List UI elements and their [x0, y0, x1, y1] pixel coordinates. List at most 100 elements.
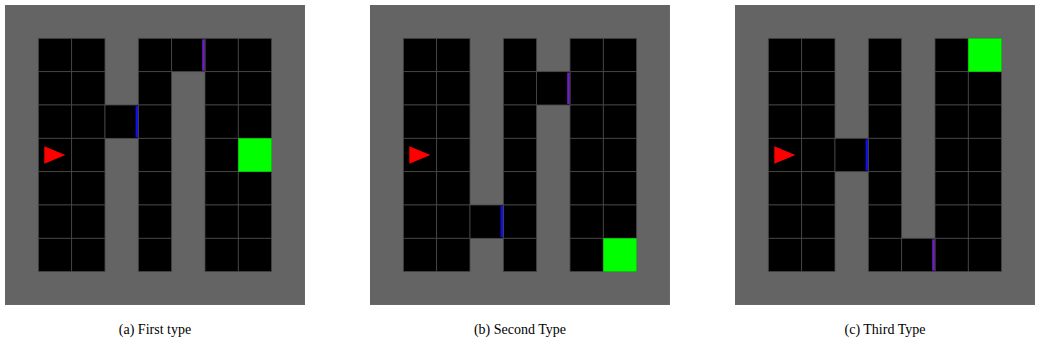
floor-cell — [868, 205, 901, 238]
floor-cell — [205, 72, 238, 105]
floor-cell — [437, 105, 470, 138]
floor-cell — [768, 138, 801, 171]
floor-cell — [570, 105, 603, 138]
floor-cell — [935, 72, 968, 105]
door — [567, 73, 570, 104]
grid-panel — [370, 5, 670, 305]
floor-cell — [868, 172, 901, 205]
panel-caption: (c) Third Type — [845, 322, 926, 338]
agent-triangle — [409, 146, 430, 163]
floor-cell — [138, 138, 171, 171]
floor-cell — [802, 72, 835, 105]
grid-panel — [735, 5, 1035, 305]
floor-cell — [768, 238, 801, 271]
floor-cell — [403, 105, 436, 138]
floor-cell — [570, 138, 603, 171]
floor-cell — [768, 72, 801, 105]
floor-cell — [38, 38, 71, 71]
wall-area — [5, 5, 305, 305]
floor-cell — [72, 138, 105, 171]
floor-cell — [38, 238, 71, 271]
floor-cell — [835, 138, 868, 171]
floor-cell — [868, 105, 901, 138]
goal-square — [603, 238, 636, 271]
goal-square — [968, 38, 1001, 71]
floor-cell — [868, 138, 901, 171]
floor-cell — [205, 38, 238, 71]
floor-cell — [503, 205, 536, 238]
floor-cell — [72, 172, 105, 205]
floor-cell — [802, 172, 835, 205]
floor-cell — [968, 205, 1001, 238]
floor-cell — [38, 72, 71, 105]
door — [932, 239, 935, 270]
floor-cell — [768, 172, 801, 205]
floor-cell — [38, 105, 71, 138]
floor-cell — [38, 138, 71, 171]
floor-cell — [503, 38, 536, 71]
floor-cell — [205, 205, 238, 238]
floor-cell — [968, 38, 1001, 71]
floor-cell — [868, 38, 901, 71]
floor-cell — [802, 205, 835, 238]
door — [501, 206, 504, 237]
floor-cell — [437, 72, 470, 105]
floor-cell — [205, 105, 238, 138]
floor-cell — [603, 38, 636, 71]
floor-cell — [403, 205, 436, 238]
floor-cell — [503, 72, 536, 105]
floor-cell — [72, 72, 105, 105]
floor-cell — [570, 172, 603, 205]
floor-cell — [38, 205, 71, 238]
floor-cell — [503, 138, 536, 171]
floor-cell — [935, 205, 968, 238]
floor-cell — [38, 172, 71, 205]
floor-cell — [403, 38, 436, 71]
floor-cell — [768, 38, 801, 71]
floor-cell — [437, 238, 470, 271]
floor-cell — [603, 72, 636, 105]
floor-cell — [503, 105, 536, 138]
floor-cell — [935, 172, 968, 205]
floor-cell — [403, 138, 436, 171]
floor-cell — [105, 105, 138, 138]
wall-area — [370, 5, 670, 305]
floor-cell — [603, 105, 636, 138]
floor-cell — [603, 138, 636, 171]
floor-cell — [570, 205, 603, 238]
floor-cell — [537, 72, 570, 105]
floor-cell — [802, 105, 835, 138]
floor-cell — [768, 205, 801, 238]
floor-cell — [503, 238, 536, 271]
panel-caption: (b) Second Type — [474, 322, 566, 338]
floor-cell — [802, 138, 835, 171]
floor-cell — [968, 172, 1001, 205]
floor-cell — [403, 172, 436, 205]
floor-cell — [238, 105, 271, 138]
floor-cell — [802, 238, 835, 271]
floor-cell — [868, 72, 901, 105]
floor-cell — [470, 205, 503, 238]
floor-cell — [238, 138, 271, 171]
door — [136, 106, 139, 137]
floor-cell — [138, 72, 171, 105]
floor-cell — [138, 172, 171, 205]
floor-cell — [238, 172, 271, 205]
floor-cell — [72, 105, 105, 138]
floor-cell — [968, 105, 1001, 138]
goal-square — [238, 138, 271, 171]
floor-cell — [205, 238, 238, 271]
floor-cell — [138, 38, 171, 71]
floor-cell — [403, 238, 436, 271]
agent-triangle — [44, 146, 65, 163]
floor-cell — [238, 72, 271, 105]
floor-cell — [437, 172, 470, 205]
door — [202, 39, 205, 70]
floor-cell — [503, 172, 536, 205]
floor-cell — [968, 138, 1001, 171]
floor-cell — [802, 38, 835, 71]
door — [866, 139, 869, 170]
floor-cell — [902, 238, 935, 271]
floor-cell — [205, 138, 238, 171]
